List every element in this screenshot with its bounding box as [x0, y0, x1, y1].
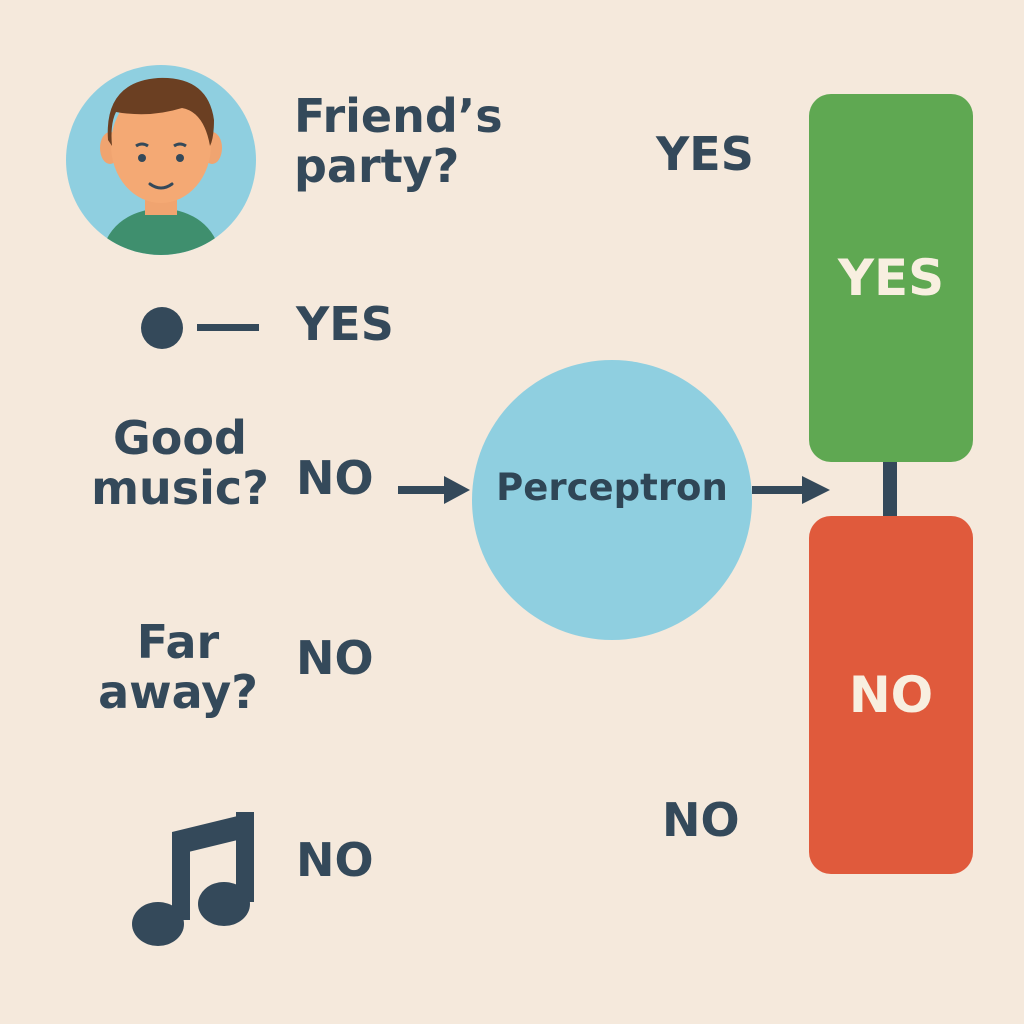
- good-music-line1: Good: [113, 411, 247, 465]
- music-note-icon: [132, 812, 254, 946]
- friends-party-line2: party?: [294, 138, 460, 193]
- good-music-line2: music?: [91, 460, 269, 515]
- person-avatar-icon: [66, 65, 256, 255]
- no-output-box: NO: [809, 516, 973, 874]
- bullet-answer: YES: [296, 297, 394, 351]
- far-away-line1: Far: [136, 615, 220, 669]
- good-music-question: Good music?: [82, 411, 278, 515]
- output-arrow: [752, 476, 830, 504]
- perceptron-node: [472, 360, 752, 640]
- perceptron-label: Perceptron: [496, 466, 728, 509]
- yes-output-box: YES: [809, 94, 973, 462]
- far-away-line2: away?: [98, 664, 258, 719]
- input-arrow: [398, 476, 470, 504]
- friends-party-question: Friend’s party?: [294, 89, 503, 193]
- bullet-dot-icon: [141, 307, 259, 349]
- output-no-label: NO: [662, 793, 740, 847]
- output-connector: [883, 462, 897, 516]
- no-output-box-label: NO: [848, 666, 934, 724]
- output-yes-label: YES: [656, 127, 754, 181]
- far-away-answer: NO: [296, 631, 374, 685]
- far-away-question: Far away?: [88, 615, 268, 719]
- friends-party-line1: Friend’s: [294, 89, 503, 143]
- yes-output-box-label: YES: [837, 249, 945, 307]
- good-music-answer: NO: [296, 451, 374, 505]
- music-note-answer: NO: [296, 833, 374, 887]
